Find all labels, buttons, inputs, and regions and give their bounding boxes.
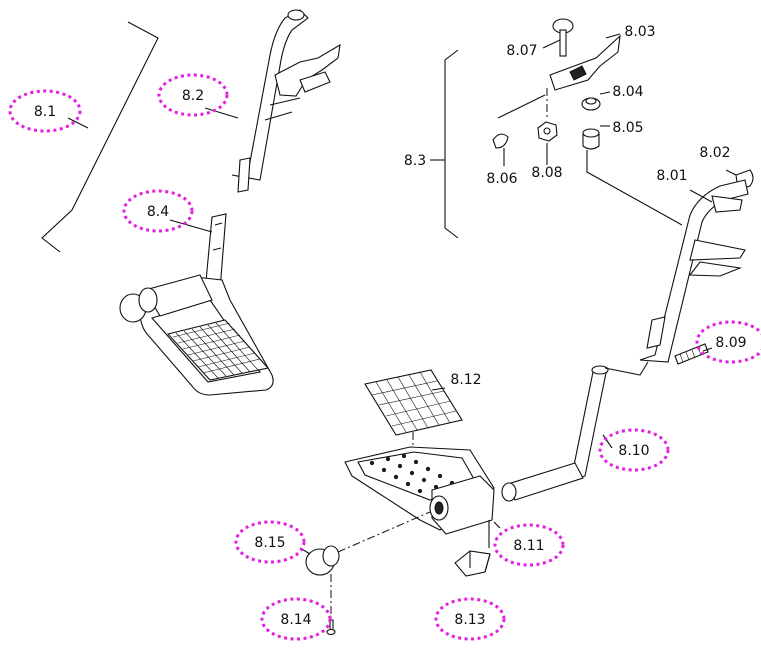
highlight-8-09	[695, 320, 761, 364]
label-8-14: 8.14	[280, 612, 311, 628]
hanger-bracket-lower	[688, 261, 743, 277]
highlight-8-15	[234, 520, 306, 564]
highlight-8-4	[122, 189, 194, 233]
extension-tube-right	[570, 367, 608, 481]
label-8-06: 8.06	[486, 171, 517, 187]
label-8-15: 8.15	[254, 535, 285, 551]
highlight-8-1	[8, 89, 82, 133]
hinge-bore-hole	[434, 501, 444, 515]
cross-tube-end	[501, 482, 517, 502]
label-8-02: 8.02	[699, 145, 730, 161]
footplate-right-holes	[369, 453, 455, 494]
bushing-cap-hole	[585, 97, 597, 105]
label-8-05: 8.05	[612, 120, 643, 136]
hinge-block-right	[431, 475, 495, 535]
label-8-1: 8.1	[34, 104, 56, 120]
highlight-8-11	[493, 523, 565, 567]
knob-axis	[337, 511, 431, 553]
release-lever-part	[549, 34, 621, 91]
clip-plate-edges	[469, 551, 491, 573]
highlight-8-14	[260, 597, 332, 641]
clip-plate	[454, 550, 491, 577]
hinge-knob-collar	[138, 287, 158, 313]
label-8-3: 8.3	[404, 153, 426, 169]
hanger-plate-top	[711, 195, 743, 213]
locking-pin-thread	[679, 346, 702, 363]
grip-mat	[364, 369, 463, 436]
label-8-12: 8.12	[450, 372, 481, 388]
hanger-bracket-right	[689, 239, 746, 261]
label-8-07: 8.07	[506, 43, 537, 59]
highlight-8-13	[434, 597, 506, 641]
group-bracket-8-1	[41, 21, 159, 253]
leader-tube-link	[604, 361, 649, 376]
footplate-left-grid	[166, 319, 270, 381]
spacer-top	[582, 128, 600, 138]
hex-nut-hole	[543, 127, 551, 135]
extension-tube-top	[591, 365, 609, 375]
label-8-09: 8.09	[715, 335, 746, 351]
group-bracket-8-3	[444, 49, 459, 239]
screw-head	[326, 628, 336, 636]
label-8-01: 8.01	[656, 168, 687, 184]
hanger-top-pin	[287, 9, 305, 21]
hanger-bracket	[264, 97, 301, 121]
hinge-knob-right-collar	[322, 545, 340, 567]
highlight-rings	[8, 73, 761, 641]
hanger-tube-right	[639, 179, 749, 363]
label-8-13: 8.13	[454, 612, 485, 628]
highlight-8-2	[157, 73, 229, 117]
leader-spacer-tube	[586, 150, 683, 226]
label-8-4: 8.4	[147, 204, 169, 220]
left-footrest-assembly	[41, 9, 341, 396]
leader-clip	[497, 94, 546, 119]
label-8-03: 8.03	[624, 24, 655, 40]
tube-clamp	[237, 157, 251, 193]
lever-spring	[569, 65, 587, 81]
bolt	[552, 18, 574, 57]
part-labels: 8.1 8.2 8.4 8.3 8.07 8.03 8.04 8.05 8.06…	[34, 24, 747, 628]
label-8-2: 8.2	[182, 88, 204, 104]
cross-tube	[507, 462, 584, 501]
hex-nut	[537, 121, 558, 142]
extension-tube-marks	[212, 222, 223, 251]
right-exploded-assembly	[305, 18, 754, 636]
spring-clip	[492, 133, 509, 149]
label-8-10: 8.10	[618, 443, 649, 459]
label-8-08: 8.08	[531, 165, 562, 181]
release-lever	[274, 43, 341, 97]
latch-plate	[299, 71, 331, 93]
highlight-8-10	[598, 428, 670, 472]
label-8-11: 8.11	[513, 538, 544, 554]
label-8-04: 8.04	[612, 84, 643, 100]
clamp-ring	[646, 316, 666, 349]
